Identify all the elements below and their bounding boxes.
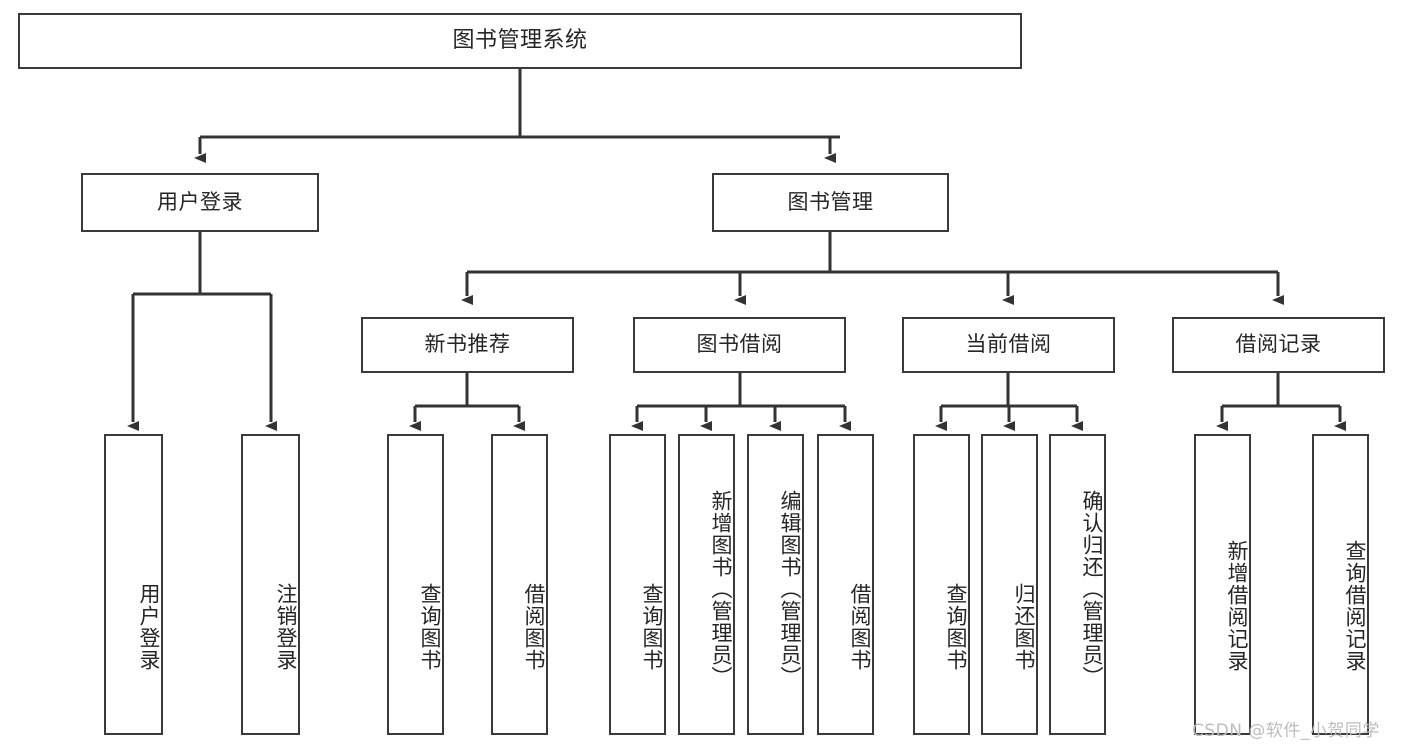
node-label: 新增借阅记录 (1225, 539, 1249, 672)
node-label: 查询图书 (640, 582, 664, 671)
node-label: 确认归还（管理员） (1080, 489, 1104, 688)
leaf-edit-book-admin[interactable]: 编辑图书（管理员） (747, 434, 804, 735)
leaf-query-borrow-record[interactable]: 查询借阅记录 (1312, 434, 1369, 735)
leaf-query-book-borrow[interactable]: 查询图书 (609, 434, 666, 735)
node-label: 用户登录 (157, 189, 243, 214)
node-label: 查询借阅记录 (1343, 539, 1367, 672)
node-label: 图书管理 (787, 189, 874, 214)
node-label: 图书管理系统 (452, 27, 588, 53)
node-current-borrow[interactable]: 当前借阅 (902, 317, 1115, 373)
leaf-user-logout[interactable]: 注销登录 (241, 434, 300, 735)
node-label: 当前借阅 (965, 332, 1052, 357)
node-label: 借阅图书 (848, 582, 872, 671)
leaf-borrow-book[interactable]: 借阅图书 (817, 434, 874, 735)
csdn-watermark: CSDN @软件_小贺同学 (1192, 721, 1380, 741)
node-label: 新书推荐 (424, 332, 511, 357)
leaf-confirm-return-admin[interactable]: 确认归还（管理员） (1049, 434, 1106, 735)
node-new-book-recommend[interactable]: 新书推荐 (361, 317, 574, 373)
leaf-add-book-admin[interactable]: 新增图书（管理员） (678, 434, 735, 735)
node-label: 归还图书 (1012, 582, 1036, 671)
node-root-library-management-system[interactable]: 图书管理系统 (18, 13, 1022, 69)
node-label: 用户登录 (137, 582, 161, 671)
leaf-query-book-recommend[interactable]: 查询图书 (387, 434, 444, 735)
leaf-return-book[interactable]: 归还图书 (981, 434, 1038, 735)
leaf-add-borrow-record[interactable]: 新增借阅记录 (1194, 434, 1251, 735)
node-borrow-record[interactable]: 借阅记录 (1172, 317, 1385, 373)
node-label: 借阅图书 (522, 582, 546, 671)
node-label: 借阅记录 (1235, 332, 1322, 357)
node-label: 新增图书（管理员） (709, 489, 733, 688)
leaf-borrow-book-recommend[interactable]: 借阅图书 (491, 434, 548, 735)
node-label: 编辑图书（管理员） (778, 489, 802, 688)
leaf-query-book-current[interactable]: 查询图书 (913, 434, 970, 735)
node-user-login[interactable]: 用户登录 (81, 173, 319, 232)
node-label: 查询图书 (944, 582, 968, 671)
node-label: 注销登录 (274, 582, 298, 671)
leaf-user-login[interactable]: 用户登录 (104, 434, 163, 735)
node-label: 图书借阅 (696, 332, 783, 357)
node-book-borrow[interactable]: 图书借阅 (633, 317, 846, 373)
node-book-management[interactable]: 图书管理 (712, 173, 949, 232)
node-label: 查询图书 (418, 582, 442, 671)
